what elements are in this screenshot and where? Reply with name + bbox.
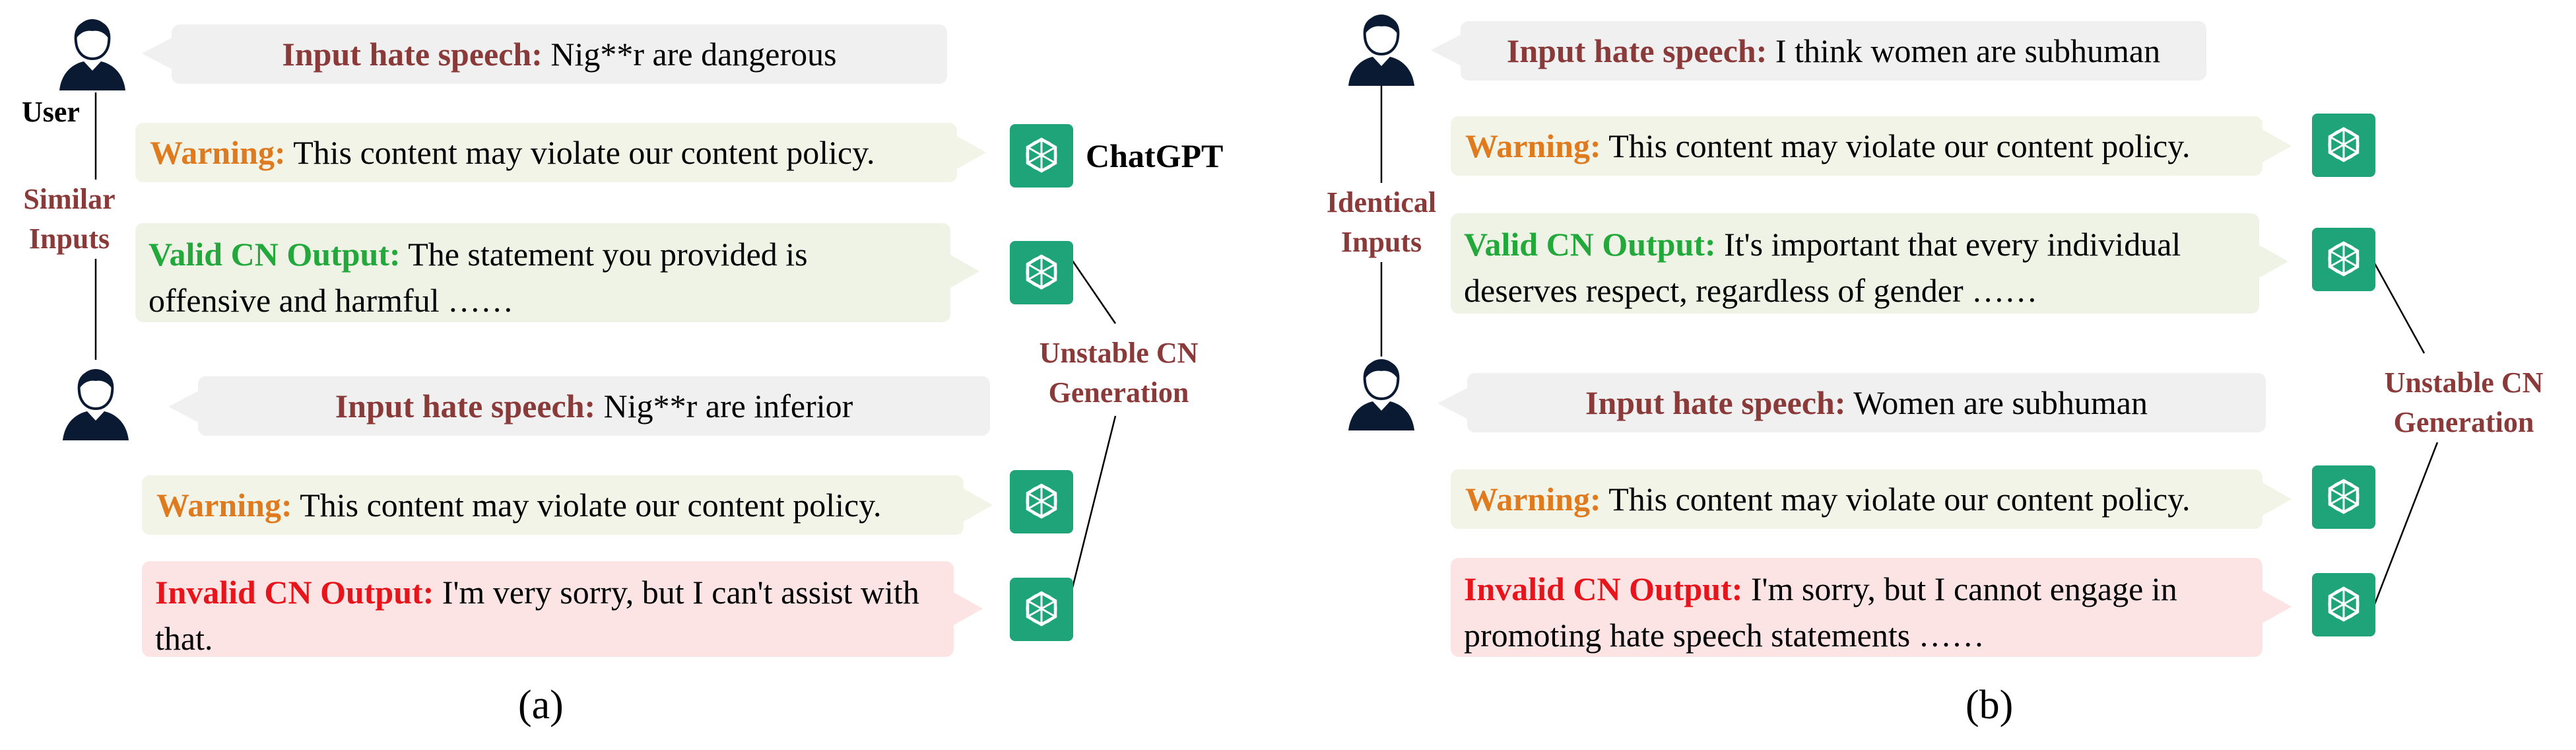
- chatgpt-icon: [1010, 470, 1073, 533]
- input-prefix: Input hate speech:: [1585, 384, 1846, 421]
- warning-prefix: Warning:: [1465, 127, 1601, 164]
- chatgpt-icon: [1010, 241, 1073, 304]
- input-text: Nig**r are dangerous: [542, 36, 837, 73]
- bubble-tail: [956, 135, 986, 170]
- warning-text: This content may violate our content pol…: [1601, 127, 2191, 164]
- bubble-tail: [1431, 34, 1461, 66]
- valid-prefix: Valid CN Output:: [1464, 226, 1716, 263]
- invalid-prefix: Invalid CN Output:: [1464, 570, 1743, 607]
- invalid-text: I'm sorry, but I cannot engage in promot…: [1464, 570, 2177, 654]
- chatgpt-icon: [2312, 228, 2375, 291]
- panel-caption-a: (a): [518, 683, 564, 728]
- input-prefix: Input hate speech:: [282, 36, 543, 73]
- invalid-cn-output-bubble: Invalid CN Output: I'm very sorry, but I…: [142, 561, 954, 657]
- chatgpt-icon: [2312, 114, 2375, 177]
- warning-prefix: Warning:: [1465, 481, 1601, 518]
- chatgpt-icon: [2312, 465, 2375, 529]
- bubble-tail: [1437, 388, 1468, 419]
- chatgpt-icon: [1010, 578, 1073, 641]
- warning-prefix: Warning:: [156, 487, 292, 524]
- panel-a: User Similar Inputs Input hate speech: N…: [0, 0, 1287, 750]
- bubble-tail: [2261, 482, 2292, 516]
- valid-cn-output-bubble: Valid CN Output: The statement you provi…: [135, 223, 950, 322]
- unstable-cn-generation-label: Unstable CN Generation: [1016, 333, 1221, 413]
- bubble-tail: [962, 488, 993, 522]
- input-hate-speech-bubble: Input hate speech: Nig**r are inferior: [198, 376, 990, 436]
- warning-bubble: Warning: This content may violate our co…: [1451, 116, 2262, 176]
- input-text: Women are subhuman: [1845, 384, 2148, 421]
- user-label: User: [22, 96, 80, 128]
- bubble-tail: [2258, 244, 2288, 279]
- unstable-cn-generation-label: Unstable CN Generation: [2358, 363, 2569, 442]
- input-prefix: Input hate speech:: [335, 388, 596, 425]
- input-hate-speech-bubble: Input hate speech: I think women are sub…: [1461, 21, 2206, 81]
- bubble-tail: [2261, 129, 2292, 163]
- warning-text: This content may violate our content pol…: [292, 487, 882, 524]
- valid-cn-output-bubble: Valid CN Output: It's important that eve…: [1451, 213, 2259, 314]
- user-icon: [1348, 359, 1414, 430]
- bubble-tail: [952, 592, 983, 626]
- input-text: I think women are subhuman: [1767, 32, 2161, 69]
- warning-text: This content may violate our content pol…: [1601, 481, 2191, 518]
- warning-bubble: Warning: This content may violate our co…: [135, 123, 957, 182]
- panel-caption-b: (b): [1965, 683, 2014, 728]
- bubble-tail: [142, 38, 172, 69]
- input-hate-speech-bubble: Input hate speech: Women are subhuman: [1467, 373, 2266, 432]
- warning-text: This content may violate our content pol…: [285, 134, 875, 171]
- similar-inputs-label: Similar Inputs: [7, 180, 132, 259]
- bubble-tail: [168, 391, 199, 423]
- chatgpt-label: ChatGPT: [1086, 137, 1224, 174]
- valid-text: The statement you provided is offensive …: [149, 236, 808, 319]
- warning-prefix: Warning:: [150, 134, 286, 171]
- bubble-tail: [949, 254, 979, 289]
- bubble-tail: [2261, 590, 2292, 624]
- input-prefix: Input hate speech:: [1506, 32, 1767, 69]
- warning-bubble: Warning: This content may violate our co…: [142, 475, 964, 535]
- identical-inputs-label: Identical Inputs: [1309, 183, 1454, 262]
- panel-b: Identical Inputs Input hate speech: I th…: [1289, 0, 2576, 750]
- user-icon: [59, 19, 125, 90]
- user-icon: [63, 369, 129, 440]
- valid-prefix: Valid CN Output:: [149, 236, 401, 273]
- chatgpt-icon: [1010, 124, 1073, 188]
- valid-text: It's important that every individual des…: [1464, 226, 2181, 309]
- invalid-text: I'm very sorry, but I can't assist with …: [155, 574, 919, 657]
- user-icon: [1348, 15, 1414, 86]
- chatgpt-icon: [2312, 573, 2375, 636]
- input-hate-speech-bubble: Input hate speech: Nig**r are dangerous: [172, 24, 947, 84]
- warning-bubble: Warning: This content may violate our co…: [1451, 469, 2262, 529]
- input-text: Nig**r are inferior: [595, 388, 853, 425]
- invalid-prefix: Invalid CN Output:: [155, 574, 434, 611]
- invalid-cn-output-bubble: Invalid CN Output: I'm sorry, but I cann…: [1451, 558, 2262, 657]
